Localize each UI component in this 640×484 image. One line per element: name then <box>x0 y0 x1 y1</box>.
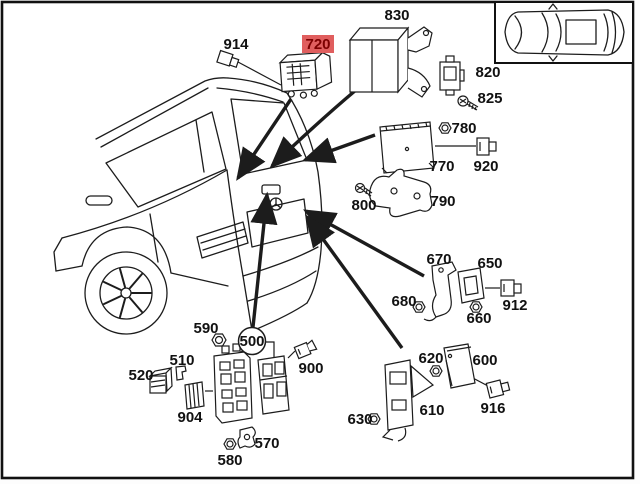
part-label-912[interactable]: 912 <box>502 297 527 314</box>
part-570-bracket-drawing <box>237 426 256 449</box>
part-label-904[interactable]: 904 <box>177 409 203 426</box>
part-label-650[interactable]: 650 <box>477 255 502 272</box>
arrow-from-830 <box>269 88 358 169</box>
part-620-nut-drawing <box>429 365 443 377</box>
part-label-610[interactable]: 610 <box>419 402 444 419</box>
part-912-connector-drawing <box>500 279 522 297</box>
part-720-module-drawing <box>278 51 333 99</box>
part-label-920[interactable]: 920 <box>473 158 498 175</box>
part-label-790[interactable]: 790 <box>430 193 455 210</box>
part-label-800[interactable]: 800 <box>351 197 376 214</box>
part-610-bracket-drawing <box>381 359 435 442</box>
part-label-680[interactable]: 680 <box>391 293 416 310</box>
part-680-nut-drawing <box>412 301 426 313</box>
part-label-720-highlighted[interactable]: 720 <box>302 35 334 53</box>
part-916-connector-drawing <box>485 379 511 399</box>
part-670-bracket-drawing <box>423 261 457 322</box>
arrow-from-610 <box>305 214 404 349</box>
part-label-780[interactable]: 780 <box>451 120 476 137</box>
location-arrows <box>236 88 425 349</box>
svg-text:720: 720 <box>305 36 330 53</box>
part-label-825[interactable]: 825 <box>477 90 502 107</box>
part-900-connector-drawing <box>293 339 318 360</box>
part-label-916[interactable]: 916 <box>480 400 505 417</box>
part-520-relay-drawing <box>148 366 173 394</box>
arrow-from-770 <box>301 133 376 164</box>
part-650-module-drawing <box>457 267 485 304</box>
part-label-590[interactable]: 590 <box>193 320 218 337</box>
part-580-nut-drawing <box>223 438 237 450</box>
part-label-600[interactable]: 600 <box>472 352 497 369</box>
part-630-nut-drawing <box>367 413 381 425</box>
part-label-900[interactable]: 900 <box>298 360 323 377</box>
part-820-module-drawing <box>439 55 465 96</box>
part-825-screw-drawing <box>457 95 479 111</box>
part-920-connector-drawing <box>476 137 497 156</box>
part-label-630[interactable]: 630 <box>347 411 372 428</box>
part-label-670[interactable]: 670 <box>426 251 451 268</box>
part-label-830[interactable]: 830 <box>384 7 409 24</box>
part-500-fusebox-drawing <box>213 343 253 424</box>
arrow-from-500 <box>250 191 278 328</box>
car-top-view-inset <box>494 1 634 64</box>
nut-drawings <box>211 122 483 450</box>
part-590-nut-drawing <box>211 333 227 347</box>
part-660-nut-drawing <box>469 301 483 313</box>
arrow-from-720 <box>236 98 293 181</box>
part-label-620[interactable]: 620 <box>418 350 443 367</box>
wheel-spokes <box>103 268 152 318</box>
part-label-770[interactable]: 770 <box>429 158 454 175</box>
part-904-connector-drawing <box>184 381 205 410</box>
part-800-screw-drawing <box>354 182 373 197</box>
part-label-500-circled[interactable]: 500 <box>237 326 267 356</box>
part-label-820[interactable]: 820 <box>475 64 500 81</box>
part-780-nut-drawing <box>438 122 452 134</box>
part-790-bracket-drawing <box>369 168 433 218</box>
car-rear-view-drawing <box>53 77 323 335</box>
part-914-connector-drawing <box>216 49 240 68</box>
svg-text:500: 500 <box>239 333 264 350</box>
circle-badge <box>237 326 267 356</box>
part-830-module-drawing <box>348 26 433 98</box>
part-label-580[interactable]: 580 <box>217 452 242 469</box>
part-label-914[interactable]: 914 <box>223 36 249 53</box>
part-510-drawing <box>175 365 187 381</box>
highlight-box <box>302 35 334 53</box>
part-label-570[interactable]: 570 <box>254 435 279 452</box>
part-600-module-drawing <box>443 343 476 389</box>
part-label-520[interactable]: 520 <box>128 367 153 384</box>
part-500-relay-carrier-drawing <box>257 355 290 415</box>
part-770-module-drawing <box>379 121 435 174</box>
car-top-view-drawing <box>504 3 625 62</box>
part-label-510[interactable]: 510 <box>169 352 194 369</box>
part-label-660[interactable]: 660 <box>466 310 491 327</box>
